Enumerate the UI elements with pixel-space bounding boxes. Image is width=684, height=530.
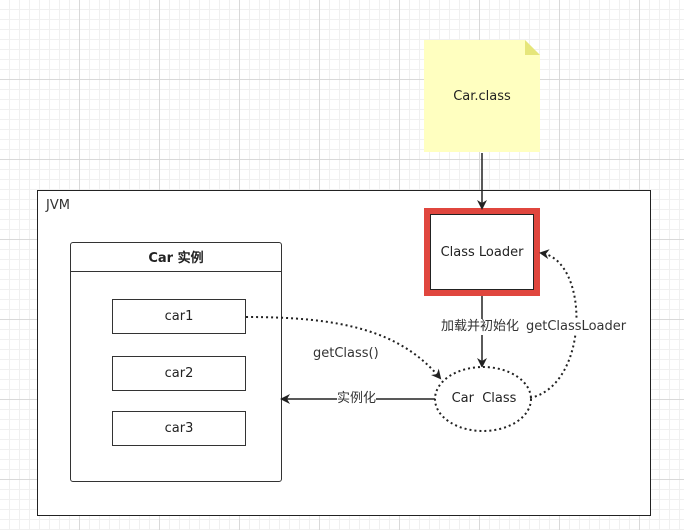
jvm-label: JVM (46, 198, 70, 213)
car-class-label: Car Class (451, 391, 517, 406)
car-class-file-label: Car.class (453, 89, 511, 104)
edge-class-to-loader (529, 249, 578, 399)
car-instance-item-car3: car3 (112, 411, 246, 446)
edge-label-get-class: getClass() (313, 346, 379, 361)
edge-label-get-class-loader: getClassLoader (526, 319, 627, 335)
car-instance-title: Car 实例 (70, 242, 282, 272)
edge-label-instantiate: 实例化 (337, 391, 377, 407)
car-instance-item-car1: car1 (112, 299, 246, 334)
class-loader-inner-border (430, 214, 534, 290)
edge-label-load-init: 加载并初始化 (441, 319, 520, 335)
car-instance-item-car2: car2 (112, 356, 246, 391)
class-loader-label: Class Loader (440, 244, 524, 260)
class-loader-box: Class Loader (424, 208, 540, 296)
